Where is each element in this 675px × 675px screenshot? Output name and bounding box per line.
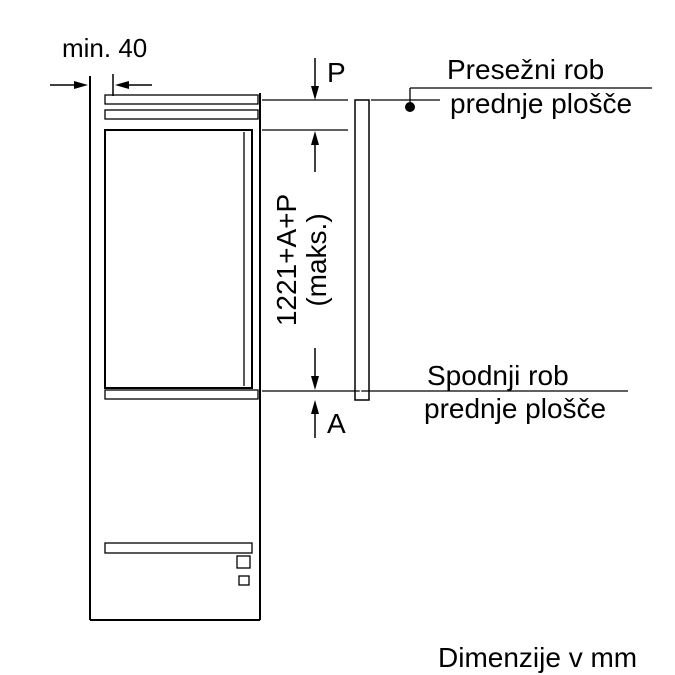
height-dim-label-maks: (maks.) [301, 213, 332, 306]
dim-a-arrowhead-up [311, 400, 319, 414]
hinge-block-lower [238, 575, 250, 586]
dim-height-arrowhead-up [311, 131, 319, 145]
callout-dot [405, 102, 415, 112]
min40-label: min. 40 [62, 33, 147, 63]
top-edge-note-line2: prednje plošče [450, 88, 632, 119]
shelf-rail [104, 542, 253, 554]
height-dim-label-value: 1221+A+P [271, 194, 302, 326]
bottom-rail [104, 389, 259, 400]
top-rail-lower [104, 109, 259, 120]
a-label: A [327, 408, 346, 439]
dim-height-arrowhead-down [311, 376, 319, 390]
top-edge-note-line1: Presežni rob [447, 54, 604, 85]
top-rail-upper [104, 94, 259, 105]
bottom-edge-note-line1: Spodnji rob [427, 360, 569, 391]
hinge-block-upper [236, 555, 251, 569]
units-note: Dimenzije v mm [438, 642, 637, 673]
front-panel [354, 99, 370, 401]
bottom-edge-note-line2: prednje plošče [424, 393, 606, 424]
min40-arrowhead-left [115, 81, 129, 89]
min40-arrowhead-right [74, 81, 88, 89]
appliance-door [104, 129, 253, 389]
p-label: P [327, 57, 346, 88]
dim-p-arrowhead-down [311, 86, 319, 100]
